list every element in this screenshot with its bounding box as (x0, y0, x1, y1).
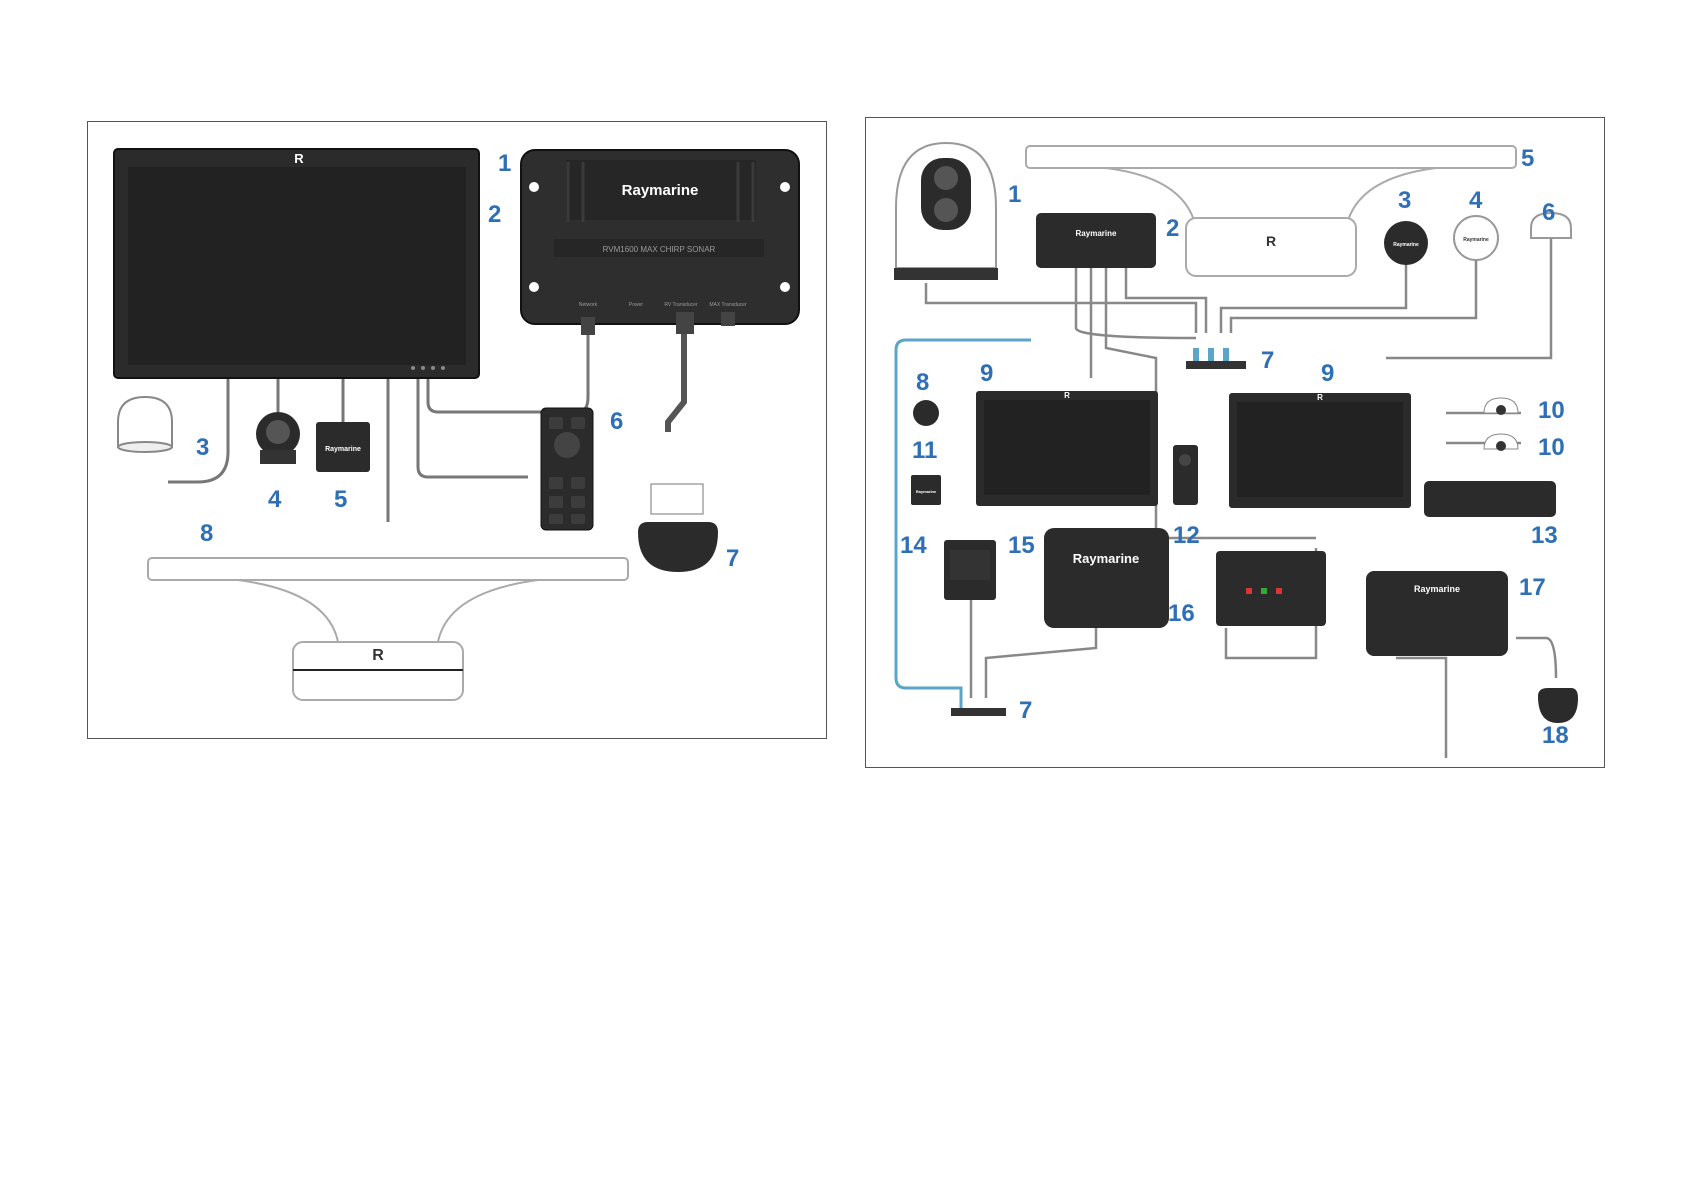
transducer (638, 334, 718, 572)
acu-brand: Raymarine (1073, 551, 1139, 566)
callout-1: 1 (1008, 181, 1021, 208)
callout-6: 6 (610, 408, 623, 435)
callout-7-bottom: 7 (1019, 697, 1032, 724)
network-switch: Raymarine (1036, 213, 1156, 268)
mfd-left-logo: R (1064, 391, 1070, 400)
callout-2: 2 (488, 201, 501, 228)
mfd-logo: R (294, 151, 304, 166)
mfd-display-right: R (1229, 393, 1411, 508)
sonar-model-label: RVM1600 MAX CHIRP SONAR (603, 245, 716, 254)
callout-10-bottom: 10 (1538, 434, 1565, 461)
mfd-display: R (114, 149, 479, 378)
heading-sensor: Raymarine (1384, 221, 1428, 265)
small-module-brand: Raymarine (916, 489, 937, 494)
callout-16: 16 (1168, 600, 1195, 627)
callout-15: 15 (1008, 532, 1035, 559)
autopilot-unit: Raymarine (1044, 528, 1169, 628)
callout-14: 14 (900, 532, 927, 559)
callout-9-right: 9 (1321, 360, 1334, 387)
mfd-right-logo: R (1317, 393, 1323, 402)
switch-brand: Raymarine (1076, 229, 1117, 238)
sonar-brand: Raymarine (622, 182, 699, 199)
backbone-bottom (951, 708, 1006, 716)
right-system-diagram: Raymarine R Raymarine Raymarine R R (865, 117, 1605, 768)
module-brand: Raymarine (325, 446, 361, 453)
camera (913, 400, 939, 426)
sonar-module: Raymarine RVM1600 MAX CHIRP SONAR Networ… (521, 150, 799, 335)
sonar-right-brand: Raymarine (1414, 584, 1460, 594)
compass-brand: Raymarine (1393, 242, 1419, 248)
callout-9-left: 9 (980, 360, 993, 387)
callout-10-top: 10 (1538, 397, 1565, 424)
radar-scanner: R (148, 558, 628, 700)
gps-brand: Raymarine (1463, 237, 1489, 243)
callout-6: 6 (1542, 199, 1555, 226)
right-diagram-canvas: Raymarine R Raymarine Raymarine R R (866, 118, 1604, 767)
port-rv-transducer-label: RV Transducer (664, 302, 698, 308)
callout-4: 4 (268, 486, 282, 513)
gps-receiver: Raymarine (1454, 216, 1498, 260)
callout-13: 13 (1531, 522, 1558, 549)
sonar-module: Raymarine (1366, 571, 1508, 656)
thermal-camera (894, 143, 998, 280)
callout-18: 18 (1542, 722, 1569, 749)
dome-camera-2 (1484, 434, 1518, 451)
port-max-transducer-label: MAX Transducer (709, 302, 747, 308)
interface-module: Raymarine (316, 422, 370, 472)
callout-7: 7 (726, 545, 739, 572)
left-system-diagram: R Raymarine RVM1600 MAX CHIRP SONAR Netw… (87, 121, 827, 739)
port-network-label: Network (579, 302, 598, 308)
callout-5: 5 (1521, 145, 1534, 172)
port-power-label: Power (629, 302, 644, 308)
callout-5: 5 (334, 486, 347, 513)
radar-logo: R (372, 647, 384, 664)
instrument-display (944, 540, 996, 600)
callout-7-top: 7 (1261, 347, 1274, 374)
callout-12: 12 (1173, 522, 1200, 549)
callout-8: 8 (916, 369, 929, 396)
callout-4: 4 (1469, 187, 1483, 214)
remote-keypad (541, 408, 593, 530)
network-switch-2 (1424, 481, 1556, 517)
callout-3: 3 (1398, 187, 1411, 214)
callout-3: 3 (196, 434, 209, 461)
power-distribution (1216, 551, 1326, 626)
dome-camera-1 (1484, 398, 1518, 415)
gps-cable (168, 378, 228, 482)
radar-logo: R (1266, 233, 1276, 249)
mfd-display-left: R (976, 391, 1158, 506)
remote-keypad (1173, 445, 1198, 505)
callout-2: 2 (1166, 215, 1179, 242)
callout-11: 11 (912, 437, 937, 464)
backbone-top (1186, 348, 1246, 369)
callout-1: 1 (498, 150, 511, 177)
callout-17: 17 (1519, 574, 1546, 601)
callout-8: 8 (200, 520, 213, 547)
thermal-camera (256, 412, 300, 464)
left-diagram-canvas: R Raymarine RVM1600 MAX CHIRP SONAR Netw… (88, 122, 826, 738)
gps-antenna (118, 397, 172, 452)
remote-cable (418, 378, 528, 477)
transducer (1538, 688, 1578, 723)
small-module: Raymarine (911, 475, 941, 505)
